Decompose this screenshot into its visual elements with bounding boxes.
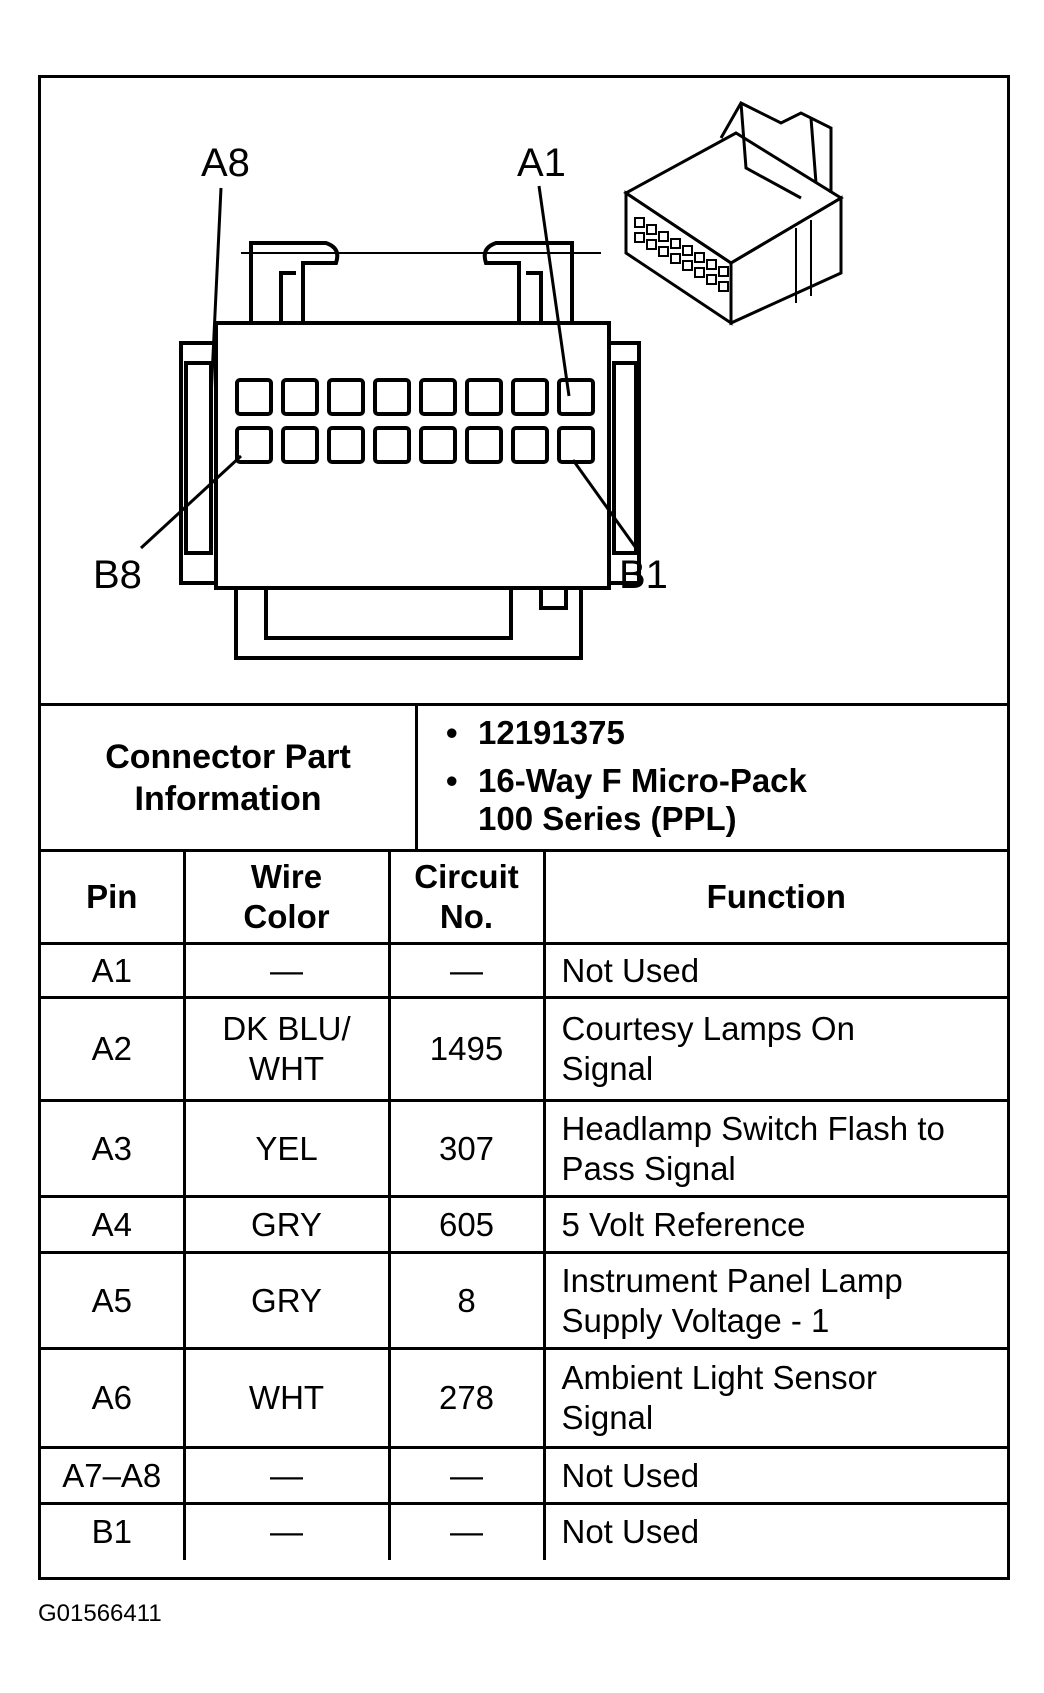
cell-function: Instrument Panel Lamp Supply Voltage - 1 xyxy=(542,1251,1007,1350)
cell-circuit: 605 xyxy=(387,1195,546,1254)
table-row: A3 YEL 307 Headlamp Switch Flash to Pass… xyxy=(41,1099,1007,1198)
cell-function: 5 Volt Reference xyxy=(542,1195,1007,1254)
part-number-item: • 12191375 xyxy=(446,714,625,752)
label-b8: B8 xyxy=(93,553,142,597)
table-row: A1 — — Not Used xyxy=(41,942,1007,999)
cell-function: Headlamp Switch Flash to Pass Signal xyxy=(542,1099,1007,1198)
table-row: A4 GRY 605 5 Volt Reference xyxy=(41,1195,1007,1254)
connector-face-drawing: A8 A1 B8 B1 xyxy=(93,101,844,660)
cell-wire: — xyxy=(182,1502,391,1560)
label-a1: A1 xyxy=(517,141,566,185)
cell-wire: — xyxy=(182,942,391,999)
cavity-row-b xyxy=(235,426,595,464)
cell-pin: B1 xyxy=(41,1502,186,1560)
header-circuit: Circuit No. xyxy=(387,849,546,945)
part-description-item: • 16-Way F Micro-Pack xyxy=(446,762,807,800)
diagram-frame: A8 A1 B8 B1 xyxy=(38,75,1010,1580)
pinout-table: Pin Wire Color Circuit No. Function A1 —… xyxy=(41,849,1007,1560)
part-info-label-cell: Connector Part Information xyxy=(41,706,418,849)
part-info-values: • 12191375 • 16-Way F Micro-Pack 100 Ser… xyxy=(418,706,1007,849)
cell-pin: A2 xyxy=(41,996,186,1102)
cell-wire: WHT xyxy=(182,1347,391,1449)
cell-function: Not Used xyxy=(542,942,1007,999)
cell-wire: YEL xyxy=(182,1099,391,1198)
cell-function: Not Used xyxy=(542,1502,1007,1560)
table-row: A2 DK BLU/ WHT 1495 Courtesy Lamps On Si… xyxy=(41,996,1007,1102)
cavity-row-a xyxy=(235,378,595,416)
connector-diagram: A8 A1 B8 B1 xyxy=(41,78,1007,703)
cell-circuit: 278 xyxy=(387,1347,546,1449)
cell-circuit: 1495 xyxy=(387,996,546,1102)
part-description-line2: 100 Series (PPL) xyxy=(478,800,737,837)
cell-function: Not Used xyxy=(542,1446,1007,1505)
header-wire-color: Wire Color xyxy=(182,849,391,945)
cell-circuit: 307 xyxy=(387,1099,546,1198)
header-pin: Pin xyxy=(41,849,186,945)
part-description-line1: 16-Way F Micro-Pack xyxy=(478,762,807,799)
cell-circuit: — xyxy=(387,1502,546,1560)
cell-function: Courtesy Lamps On Signal xyxy=(542,996,1007,1102)
cell-function: Ambient Light Sensor Signal xyxy=(542,1347,1007,1449)
part-info-label: Connector Part Information xyxy=(105,737,351,818)
cell-pin: A1 xyxy=(41,942,186,999)
cell-wire: GRY xyxy=(182,1195,391,1254)
label-a8: A8 xyxy=(201,141,250,185)
part-description-line2-row: 100 Series (PPL) xyxy=(478,800,737,838)
table-row: B1 — — Not Used xyxy=(41,1502,1007,1560)
connector-isometric-icon xyxy=(623,101,844,326)
cell-circuit: — xyxy=(387,942,546,999)
cell-wire: DK BLU/ WHT xyxy=(182,996,391,1102)
cell-pin: A5 xyxy=(41,1251,186,1350)
figure-id: G01566411 xyxy=(38,1600,162,1627)
cell-circuit: — xyxy=(387,1446,546,1505)
table-header-row: Pin Wire Color Circuit No. Function xyxy=(41,849,1007,945)
cell-pin: A3 xyxy=(41,1099,186,1198)
connector-part-info: Connector Part Information • 12191375 • … xyxy=(41,703,1007,849)
table-row: A6 WHT 278 Ambient Light Sensor Signal xyxy=(41,1347,1007,1449)
connector-body xyxy=(214,321,611,590)
part-number: 12191375 xyxy=(478,714,625,751)
cell-wire: — xyxy=(182,1446,391,1505)
label-b1: B1 xyxy=(619,553,668,597)
bullet-dot-icon: • xyxy=(446,714,458,751)
cell-wire: GRY xyxy=(182,1251,391,1350)
cell-pin: A7–A8 xyxy=(41,1446,186,1505)
cell-pin: A6 xyxy=(41,1347,186,1449)
bullet-dot-icon: • xyxy=(446,762,458,799)
table-row: A7–A8 — — Not Used xyxy=(41,1446,1007,1505)
header-function: Function xyxy=(542,849,1007,945)
cell-circuit: 8 xyxy=(387,1251,546,1350)
table-row: A5 GRY 8 Instrument Panel Lamp Supply Vo… xyxy=(41,1251,1007,1350)
cell-pin: A4 xyxy=(41,1195,186,1254)
